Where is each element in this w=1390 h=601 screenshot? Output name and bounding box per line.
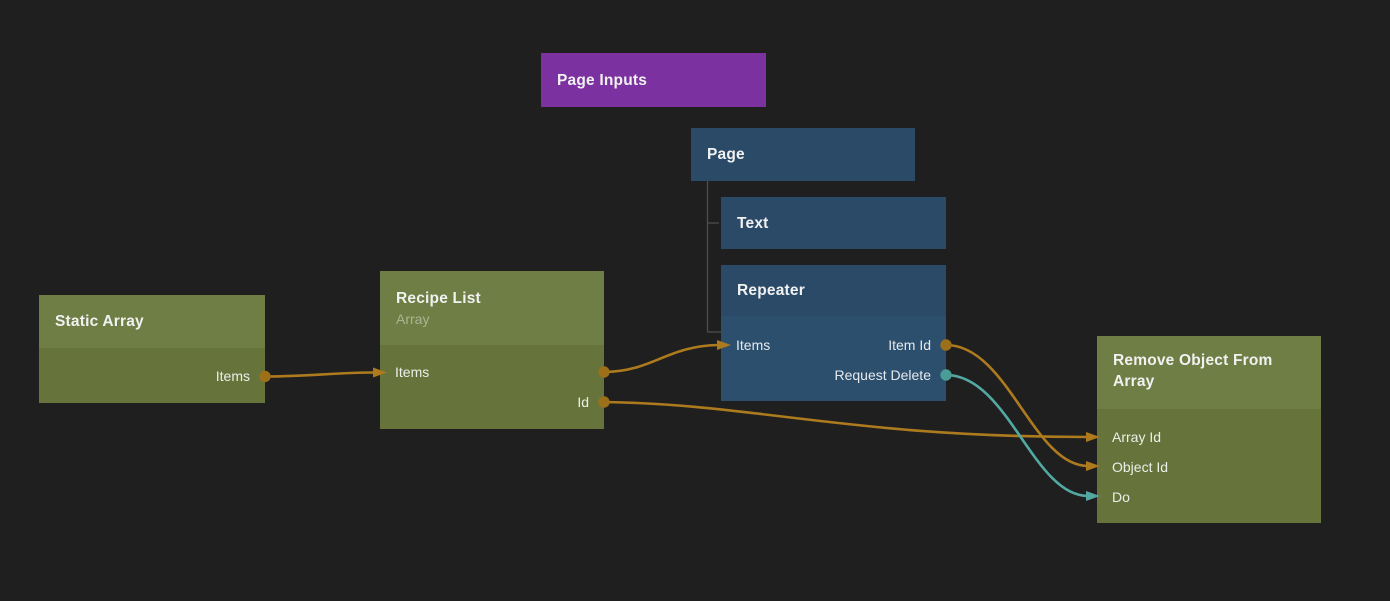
- node-ports: Items Id: [380, 345, 604, 429]
- node-header: Page Inputs: [541, 53, 766, 107]
- port-items-input-output[interactable]: Items: [395, 364, 430, 380]
- connection-static-array-items-to-recipe-list-items[interactable]: [259, 367, 387, 383]
- port-row: Id: [395, 387, 589, 417]
- node-page-inputs[interactable]: Page Inputs: [541, 53, 766, 107]
- port-array-id-input[interactable]: Array Id: [1112, 429, 1162, 445]
- node-header: Remove Object From Array: [1097, 336, 1321, 409]
- node-remove-object-from-array[interactable]: Remove Object From Array Array Id Object…: [1097, 336, 1321, 523]
- node-header: Text: [721, 197, 946, 249]
- port-row: Items: [395, 357, 589, 387]
- node-title: Text: [737, 214, 769, 232]
- port-row: Items Item Id: [736, 330, 931, 360]
- port-row: Do: [1112, 482, 1306, 512]
- port-request-delete-output[interactable]: Request Delete: [834, 367, 931, 383]
- node-ports: Array Id Object Id Do: [1097, 409, 1321, 523]
- node-title: Page Inputs: [557, 71, 648, 89]
- port-row: Object Id: [1112, 452, 1306, 482]
- connection-recipe-list-id-to-remove-array-id[interactable]: [598, 396, 1100, 442]
- node-ports: Items: [39, 348, 265, 403]
- port-item-id-output[interactable]: Item Id: [888, 337, 931, 353]
- port-id-output[interactable]: Id: [577, 394, 589, 410]
- node-text[interactable]: Text: [721, 197, 946, 249]
- node-subtitle: Array: [396, 310, 430, 327]
- node-page[interactable]: Page: [691, 128, 915, 181]
- node-header: Static Array: [39, 295, 265, 348]
- connection-repeater-request-delete-to-remove-do[interactable]: [940, 369, 1100, 501]
- port-row: Items: [54, 361, 250, 391]
- port-do-input[interactable]: Do: [1112, 489, 1130, 505]
- node-title: Page: [707, 146, 745, 163]
- node-header: Recipe List Array: [380, 271, 604, 345]
- node-recipe-list[interactable]: Recipe List Array Items Id: [380, 271, 604, 429]
- node-title: Remove Object From Array: [1113, 352, 1273, 390]
- node-header: Page: [691, 128, 915, 181]
- node-title: Repeater: [737, 282, 805, 299]
- connection-recipe-list-items-to-repeater-items[interactable]: [598, 340, 731, 378]
- port-items-output[interactable]: Items: [215, 368, 250, 384]
- node-ports: Items Item Id Request Delete: [721, 316, 946, 401]
- port-row: Request Delete: [736, 360, 931, 390]
- port-object-id-input[interactable]: Object Id: [1112, 459, 1169, 475]
- node-static-array[interactable]: Static Array Items: [39, 295, 265, 403]
- port-items-input[interactable]: Items: [736, 337, 771, 353]
- node-title: Recipe List: [396, 289, 481, 307]
- node-title: Static Array: [55, 313, 144, 330]
- connection-repeater-item-id-to-remove-object-id[interactable]: [940, 339, 1100, 471]
- node-header: Repeater: [721, 265, 946, 316]
- node-repeater[interactable]: Repeater Items Item Id Request Delete: [721, 265, 946, 401]
- port-row: Array Id: [1112, 422, 1306, 452]
